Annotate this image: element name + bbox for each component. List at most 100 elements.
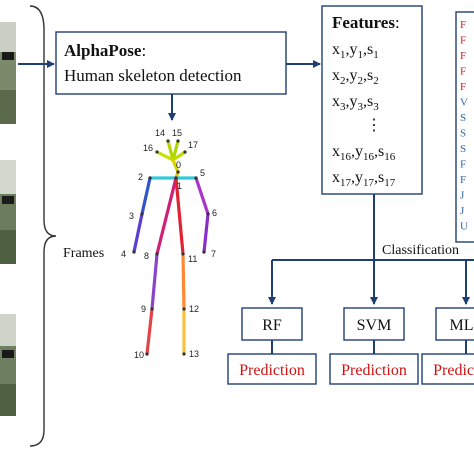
right-list-item: V bbox=[460, 97, 468, 109]
frames-label: Frames bbox=[63, 246, 104, 261]
skeleton-joint bbox=[174, 176, 178, 180]
classifiers: RF Prediction SVM Prediction MLP Prediction bbox=[227, 260, 474, 385]
skeleton-joint bbox=[206, 212, 210, 216]
keypoint-label: 12 bbox=[189, 304, 199, 314]
skeleton-joint bbox=[202, 250, 206, 254]
classifier-name: RF bbox=[262, 317, 282, 334]
prediction-label: Prediction bbox=[433, 362, 474, 379]
keypoint-label: 8 bbox=[144, 251, 149, 261]
feature-rows: x1​,y1​,s1​ x2​,y2​,s2​ x3​,y3​,s3​ x16​,y1… bbox=[332, 41, 396, 189]
skeleton-bone bbox=[155, 176, 178, 256]
classifier-box bbox=[435, 307, 474, 341]
skeleton-joint bbox=[132, 250, 136, 254]
right-list-item: F bbox=[460, 174, 466, 186]
keypoint-label: 14 bbox=[155, 128, 165, 138]
keypoint-label: 0 bbox=[176, 160, 181, 170]
prediction-label: Prediction bbox=[341, 362, 407, 379]
skeleton-bone bbox=[166, 139, 175, 162]
right-list-item: F bbox=[460, 81, 466, 93]
right-list-item: J bbox=[460, 205, 465, 217]
right-list-item: F bbox=[460, 19, 466, 31]
skeleton-joint bbox=[176, 170, 180, 174]
keypoint-label: 3 bbox=[129, 211, 134, 221]
alphapose-colon: : bbox=[141, 41, 146, 60]
keypoint-label: 10 bbox=[134, 350, 144, 360]
skeleton-joint bbox=[148, 176, 152, 180]
keypoint-label: 6 bbox=[212, 208, 217, 218]
feature-row: x3​,y3​,s3​ bbox=[332, 93, 379, 113]
feature-row: x17​,y17​,s17​ bbox=[332, 169, 396, 189]
keypoint-label: 1 bbox=[177, 181, 182, 191]
skeleton-joint bbox=[140, 212, 144, 216]
right-list-box bbox=[455, 11, 474, 243]
features-colon: : bbox=[395, 13, 400, 32]
frame-thumbnail bbox=[0, 314, 16, 416]
keypoint-label: 16 bbox=[143, 143, 153, 153]
prediction-box bbox=[329, 353, 419, 385]
skeleton-joint bbox=[155, 150, 159, 154]
keypoint-label: 5 bbox=[200, 168, 205, 178]
skeleton-bone bbox=[171, 150, 187, 162]
skeleton-bone bbox=[181, 252, 186, 311]
keypoint-label: 15 bbox=[172, 128, 182, 138]
feature-row: x16​,y16​,s16​ bbox=[332, 143, 396, 163]
features-ellipsis: ⋮ bbox=[366, 117, 382, 134]
skeleton-bone bbox=[202, 212, 210, 254]
features-box bbox=[321, 5, 423, 195]
features-title: Features bbox=[332, 13, 395, 32]
frame-thumbnail bbox=[0, 160, 16, 264]
skeleton-joint bbox=[150, 307, 154, 311]
frames-brace bbox=[29, 5, 57, 447]
skeleton-bone bbox=[145, 307, 154, 356]
skeleton-joint bbox=[181, 252, 185, 256]
skeleton-bone bbox=[194, 176, 210, 216]
right-list-item: F bbox=[460, 159, 466, 171]
prediction-box bbox=[421, 353, 474, 385]
keypoint-label: 2 bbox=[138, 172, 143, 182]
skeleton-bone bbox=[171, 158, 180, 174]
right-list-item: F bbox=[460, 50, 466, 62]
skeleton-joint bbox=[155, 252, 159, 256]
svg-text:Features:: Features: bbox=[332, 13, 400, 32]
keypoint-label: 11 bbox=[188, 254, 197, 264]
right-list-item: F bbox=[460, 35, 466, 47]
svg-text:AlphaPose:: AlphaPose: bbox=[64, 41, 146, 60]
frame-thumbnails bbox=[0, 22, 16, 416]
keypoint-label: 13 bbox=[189, 349, 199, 359]
feature-row: x1​,y1​,s1​ bbox=[332, 41, 379, 61]
skeleton-joint bbox=[145, 352, 149, 356]
skeleton-joint bbox=[183, 150, 187, 154]
keypoint-label: 17 bbox=[188, 140, 198, 150]
keypoint-label: 9 bbox=[141, 304, 146, 314]
skeleton-joint bbox=[194, 176, 198, 180]
right-list-item: S bbox=[460, 112, 466, 124]
skeleton-joint bbox=[176, 139, 180, 143]
skeleton-bone bbox=[140, 176, 152, 216]
classifier-name: MLP bbox=[450, 317, 474, 334]
skeleton-bone bbox=[171, 139, 180, 162]
skeleton-bone bbox=[174, 176, 185, 256]
skeleton-bone bbox=[150, 252, 159, 311]
right-list-item: F bbox=[460, 66, 466, 78]
prediction-label: Prediction bbox=[239, 362, 305, 379]
keypoint-label: 7 bbox=[211, 249, 216, 259]
skeleton-bone bbox=[155, 150, 175, 162]
prediction-box bbox=[227, 353, 317, 385]
classification-label: Classification bbox=[382, 243, 459, 258]
alphapose-title: AlphaPose bbox=[64, 41, 142, 60]
keypoint-label: 4 bbox=[121, 249, 126, 259]
right-list-item: U bbox=[460, 221, 468, 233]
frame-thumbnail bbox=[0, 22, 16, 124]
feature-row: x2​,y2​,s2​ bbox=[332, 67, 379, 87]
skeleton-joint bbox=[166, 139, 170, 143]
skeleton-bone bbox=[132, 212, 144, 254]
right-list-item: S bbox=[460, 143, 466, 155]
right-list-item: S bbox=[460, 128, 466, 140]
skeleton-joint bbox=[182, 352, 186, 356]
right-list-item: J bbox=[460, 190, 465, 202]
skeleton-joint bbox=[182, 307, 186, 311]
classifier-name: SVM bbox=[357, 317, 392, 334]
